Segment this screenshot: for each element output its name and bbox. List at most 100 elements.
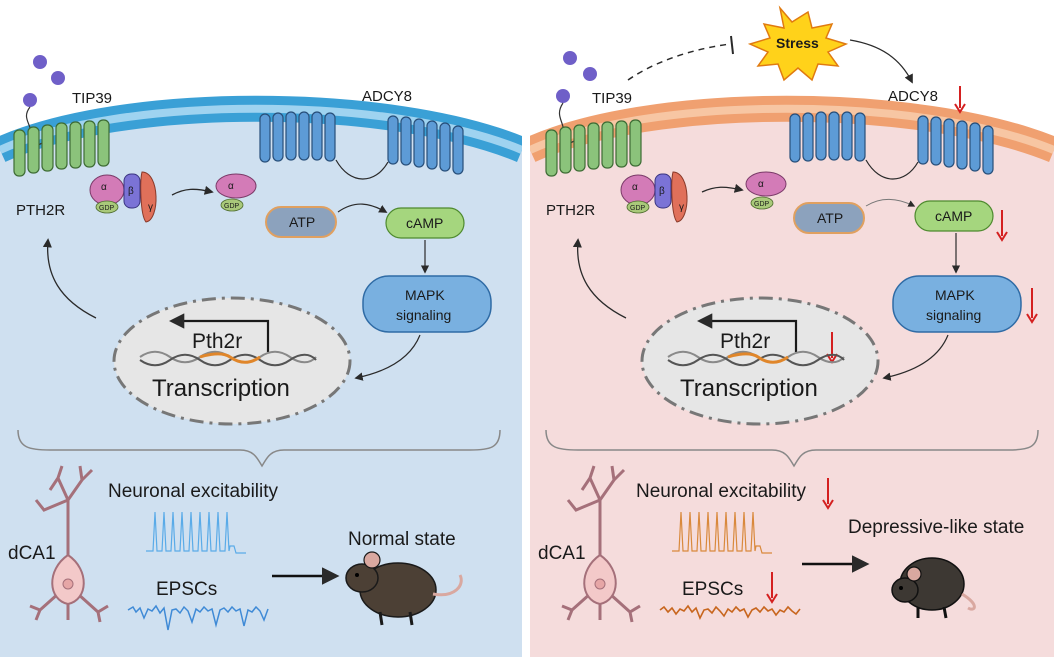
gdp-label: GDP xyxy=(630,205,646,212)
tip39-label: TIP39 xyxy=(72,90,112,107)
epscs-label: EPSCs xyxy=(682,579,743,600)
dna-helix xyxy=(667,350,845,367)
gdp-free-bubble xyxy=(750,196,774,210)
g-beta-label: β xyxy=(659,186,665,197)
g-gamma-subunit xyxy=(671,171,688,223)
transcription-label: Transcription xyxy=(152,375,290,402)
mapk-box xyxy=(362,275,492,333)
neuron-nucleus xyxy=(594,578,606,590)
arrow-feedback-to-receptor xyxy=(42,238,97,319)
g-beta-label: β xyxy=(128,186,134,197)
adcy8-linker xyxy=(335,159,389,180)
arrow-stress-to-adcy8 xyxy=(849,39,913,84)
down-arrow-camp-head xyxy=(996,231,1008,242)
spike-trace xyxy=(672,511,772,554)
mouse-icon xyxy=(891,557,976,619)
g-alpha-label: α xyxy=(101,182,107,193)
mouse-icon xyxy=(345,551,463,626)
camp-pill xyxy=(914,200,994,232)
camp-label: cAMP xyxy=(935,208,972,224)
g-alpha-label: α xyxy=(632,182,638,193)
inhibition-bar xyxy=(730,35,734,55)
g-gamma-label: γ xyxy=(679,202,684,213)
g-alpha-free xyxy=(745,171,787,197)
neuron-nucleus xyxy=(62,578,74,590)
camp-pill xyxy=(385,207,465,239)
promoter-arrow xyxy=(696,313,798,352)
excitability-label: Neuronal excitability xyxy=(108,481,279,502)
summary-brace xyxy=(545,429,1039,468)
nucleus xyxy=(640,296,880,426)
down-arrow-mapk-head xyxy=(1026,313,1038,324)
atp-label: ATP xyxy=(289,214,315,230)
adcy8-label: ADCY8 xyxy=(888,88,938,105)
g-alpha-free-label: α xyxy=(228,181,234,192)
mapk-label-line2: signaling xyxy=(396,307,451,323)
gdp-free-bubble xyxy=(220,198,244,212)
tip39-label: TIP39 xyxy=(592,90,632,107)
g-gamma-subunit xyxy=(140,171,157,223)
mapk-label-line1: MAPK xyxy=(405,287,445,303)
pth2r-label: PTH2R xyxy=(546,202,595,219)
state-label: Depressive-like state xyxy=(848,517,1024,538)
tip39-ligand-circle xyxy=(583,67,597,81)
epsc-trace xyxy=(659,604,801,620)
stress-label: Stress xyxy=(776,35,819,51)
atp-pill xyxy=(265,206,337,238)
promoter-arrow xyxy=(168,313,270,352)
camp-label: cAMP xyxy=(406,215,443,231)
arrow-mapk-to-nucleus xyxy=(882,334,949,381)
summary-brace xyxy=(17,429,501,468)
arrow-galpha-release xyxy=(701,183,744,193)
adcy8-linker xyxy=(865,159,919,180)
pth2r-label: PTH2R xyxy=(16,202,65,219)
spike-trace xyxy=(146,511,246,554)
atp-pill xyxy=(793,202,865,234)
mapk-box xyxy=(892,275,1022,333)
epscs-label: EPSCs xyxy=(156,579,217,600)
stress-burst xyxy=(747,5,849,82)
adcy8-enzyme xyxy=(789,111,994,175)
atp-label: ATP xyxy=(817,210,843,226)
tip39-ligand-circle xyxy=(33,55,47,69)
gene-label: Pth2r xyxy=(192,330,242,353)
gene-label: Pth2r xyxy=(720,330,770,353)
tip39-ligand-circle xyxy=(563,51,577,65)
g-alpha-subunit xyxy=(89,174,125,206)
panel-divider xyxy=(522,0,530,657)
g-beta-subunit xyxy=(654,173,672,209)
pth2r-receptor xyxy=(545,119,642,177)
panel-stress: Stress TIP39 PTH2R α GDP β γ xyxy=(530,5,1054,657)
dna-helix xyxy=(139,350,317,367)
excitability-label: Neuronal excitability xyxy=(636,481,807,502)
adcy8-label: ADCY8 xyxy=(362,88,412,105)
gdp-free-label: GDP xyxy=(754,201,770,208)
mapk-label-line1: MAPK xyxy=(935,287,975,303)
pth2r-receptor xyxy=(13,119,110,177)
gdp-free-label: GDP xyxy=(224,203,240,210)
epsc-trace xyxy=(127,604,269,631)
mapk-label-line2: signaling xyxy=(926,307,981,323)
gdp-bubble xyxy=(626,200,650,214)
g-alpha-subunit xyxy=(620,174,656,206)
inhibition-stress-to-tip39 xyxy=(627,43,731,81)
g-alpha-free xyxy=(215,173,257,199)
dca1-label: dCA1 xyxy=(8,543,56,564)
dca1-neuron xyxy=(29,465,109,623)
tip39-ligand-circle xyxy=(51,71,65,85)
arrow-atp-to-camp xyxy=(337,203,388,213)
g-beta-subunit xyxy=(123,173,141,209)
down-arrow-adcy8-head xyxy=(954,103,966,114)
state-label: Normal state xyxy=(348,529,456,550)
g-alpha-free-label: α xyxy=(758,179,764,190)
g-gamma-label: γ xyxy=(148,202,153,213)
down-arrow-epscs-head xyxy=(766,593,778,604)
gdp-label: GDP xyxy=(99,205,115,212)
gdp-bubble xyxy=(95,200,119,214)
down-arrow-excitability-head xyxy=(822,499,834,510)
arrow-mapk-to-nucleus xyxy=(354,334,421,381)
arrow-feedback-to-receptor xyxy=(572,238,627,319)
adcy8-enzyme xyxy=(259,111,464,175)
